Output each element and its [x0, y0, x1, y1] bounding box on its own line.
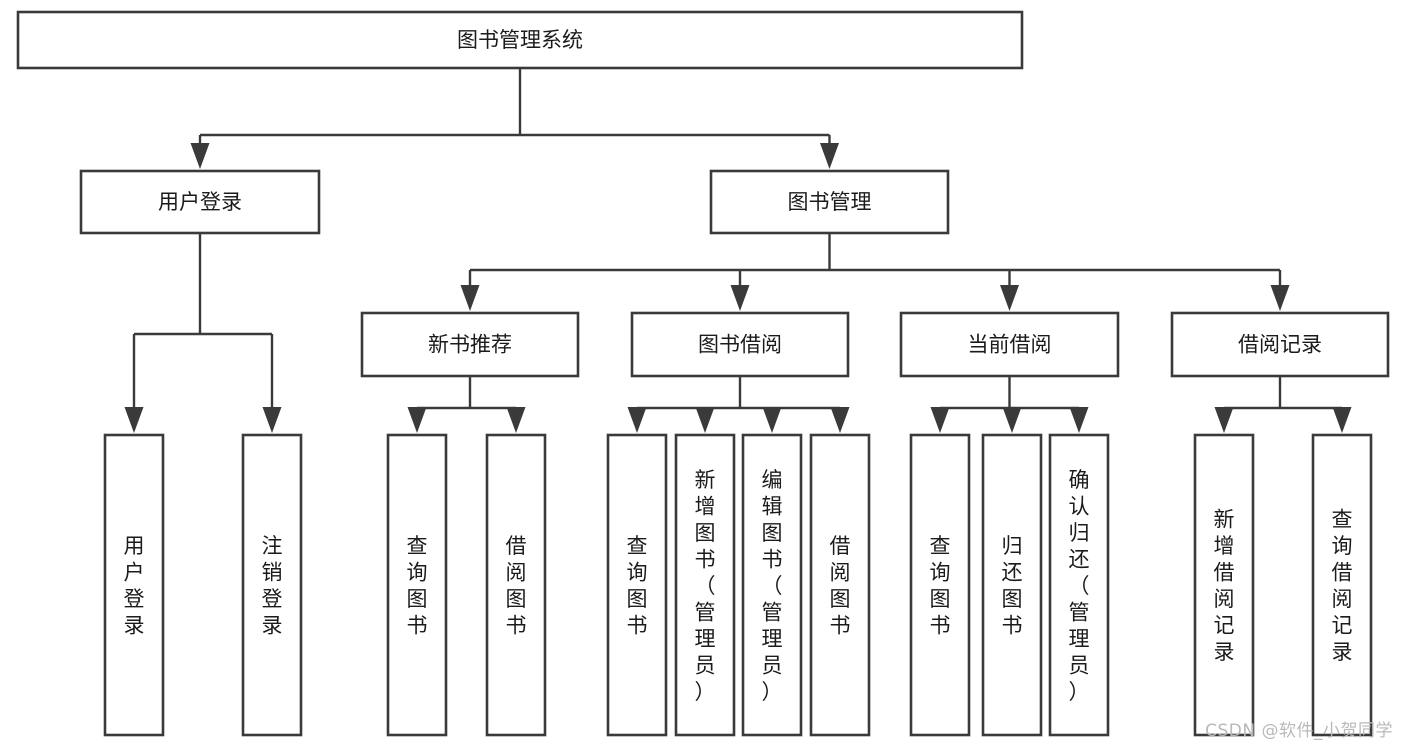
node-box[interactable] [1170, 311, 1390, 378]
node-box[interactable] [909, 433, 971, 737]
arrow-head-icon [1000, 285, 1019, 311]
nodes-layer: 图书管理系统用户登录图书管理新书推荐图书借阅当前借阅借阅记录用户登录注销登录查询… [16, 10, 1390, 737]
arrow-head-icon [1002, 407, 1022, 433]
node-label: 借阅记录 [1238, 333, 1322, 357]
node-l-bw-add[interactable]: 新增图书（管理员） [674, 433, 736, 737]
node-login[interactable]: 用户登录 [79, 169, 321, 235]
node-box[interactable] [1311, 433, 1373, 737]
node-l-cu-confirm[interactable]: 确认归还（管理员） [1048, 433, 1110, 737]
node-label: 查询图书 [930, 534, 951, 638]
node-box[interactable] [606, 433, 668, 737]
node-label: 查询图书 [407, 534, 428, 638]
arrow-head-icon [1214, 407, 1234, 433]
node-l-bw-query[interactable]: 查询图书 [606, 433, 668, 737]
arrow-head-icon [695, 407, 715, 433]
edge-group-record [1214, 376, 1352, 433]
node-label: 新书推荐 [428, 333, 512, 357]
node-record[interactable]: 借阅记录 [1170, 311, 1390, 378]
arrow-head-icon [1332, 407, 1352, 433]
edge-group-current [930, 376, 1089, 433]
node-label: 查询借阅记录 [1332, 508, 1353, 665]
arrow-head-icon [190, 143, 210, 169]
arrow-head-icon [730, 285, 750, 311]
edge-group-newbook [407, 376, 526, 433]
node-l-login[interactable]: 用户登录 [103, 433, 165, 737]
arrow-head-icon [460, 285, 480, 311]
node-root[interactable]: 图书管理系统 [16, 10, 1024, 70]
edge-group-root [190, 68, 839, 169]
node-label: 新增借阅记录 [1214, 508, 1235, 665]
arrow-head-icon [830, 407, 850, 433]
node-box[interactable] [741, 433, 803, 737]
node-newbook[interactable]: 新书推荐 [360, 311, 580, 378]
node-current[interactable]: 当前借阅 [899, 311, 1120, 378]
node-l-rc-query[interactable]: 查询借阅记录 [1311, 433, 1373, 737]
node-bookmgmt[interactable]: 图书管理 [709, 169, 950, 235]
node-box[interactable] [360, 311, 580, 378]
node-label: 确认归还（管理员） [1069, 468, 1090, 704]
node-l-cu-query[interactable]: 查询图书 [909, 433, 971, 737]
node-box[interactable] [630, 311, 850, 378]
edges-layer [124, 68, 1352, 433]
arrow-head-icon [407, 407, 427, 433]
node-box[interactable] [241, 433, 303, 737]
node-label: 查询图书 [627, 534, 648, 638]
node-box[interactable] [674, 433, 736, 737]
arrow-head-icon [506, 407, 526, 433]
node-box[interactable] [386, 433, 448, 737]
arrow-head-icon [1270, 285, 1290, 311]
node-label: 借阅图书 [830, 534, 851, 638]
arrow-head-icon [1069, 407, 1089, 433]
node-label: 编辑图书（管理员） [762, 468, 783, 704]
node-l-nb-query[interactable]: 查询图书 [386, 433, 448, 737]
node-l-rc-add[interactable]: 新增借阅记录 [1193, 433, 1255, 737]
node-box[interactable] [899, 311, 1120, 378]
arrow-head-icon [930, 407, 950, 433]
node-label: 图书管理系统 [457, 28, 583, 52]
node-box[interactable] [16, 10, 1024, 70]
node-box[interactable] [981, 433, 1043, 737]
node-box[interactable] [709, 169, 950, 235]
node-label: 新增图书（管理员） [695, 468, 716, 704]
node-label: 图书借阅 [698, 333, 782, 357]
node-label: 图书管理 [788, 190, 872, 214]
node-label: 注销登录 [262, 534, 283, 638]
arrow-head-icon [627, 407, 647, 433]
node-label: 用户登录 [124, 534, 145, 638]
node-box[interactable] [809, 433, 871, 737]
edge-group-login [124, 233, 282, 433]
node-label: 借阅图书 [506, 534, 527, 638]
node-box[interactable] [79, 169, 321, 235]
node-label: 归还图书 [1002, 534, 1023, 638]
node-l-bw-borrow[interactable]: 借阅图书 [809, 433, 871, 737]
node-borrow[interactable]: 图书借阅 [630, 311, 850, 378]
edge-group-bookmgmt [460, 233, 1290, 311]
arrow-head-icon [124, 407, 144, 433]
arrow-head-icon [262, 407, 282, 433]
node-label: 当前借阅 [968, 333, 1052, 357]
node-l-logout[interactable]: 注销登录 [241, 433, 303, 737]
edge-group-borrow [627, 376, 850, 433]
watermark-label: CSDN @软件_小贺同学 [1205, 721, 1393, 741]
node-l-cu-return[interactable]: 归还图书 [981, 433, 1043, 737]
node-box[interactable] [1193, 433, 1255, 737]
arrow-head-icon [762, 407, 782, 433]
node-box[interactable] [485, 433, 547, 737]
node-box[interactable] [1048, 433, 1110, 737]
node-l-bw-edit[interactable]: 编辑图书（管理员） [741, 433, 803, 737]
node-label: 用户登录 [158, 190, 242, 214]
node-box[interactable] [103, 433, 165, 737]
node-l-nb-borrow[interactable]: 借阅图书 [485, 433, 547, 737]
arrow-head-icon [820, 143, 839, 169]
